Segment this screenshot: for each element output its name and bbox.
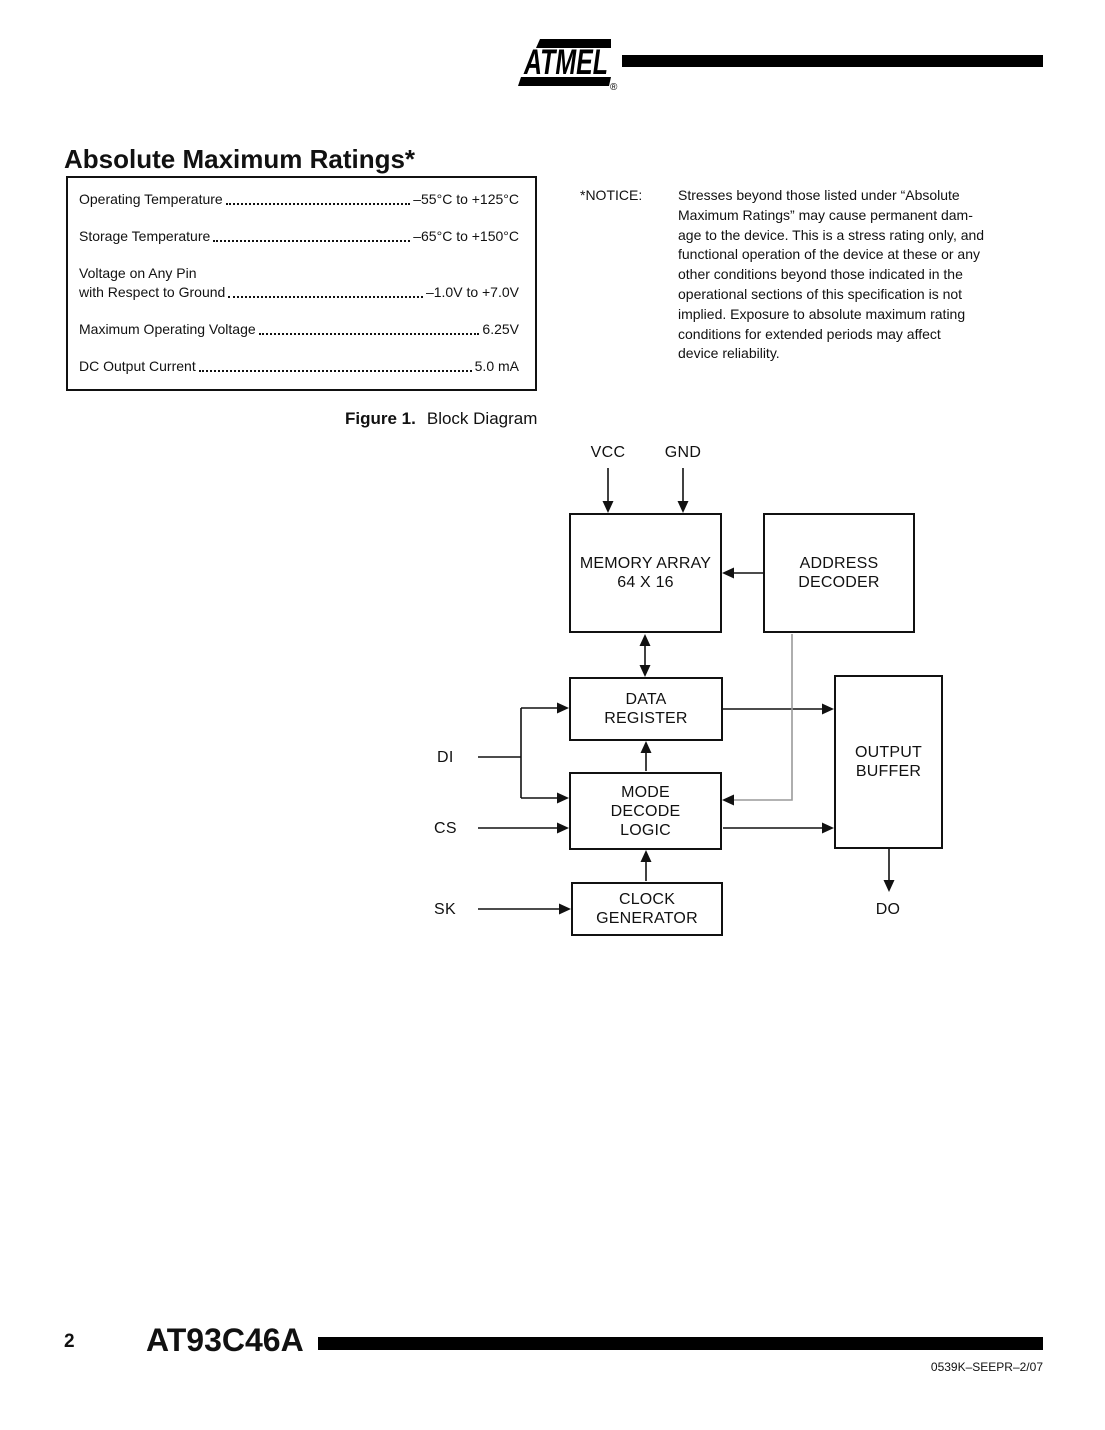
dot-leader [228,296,423,298]
rating-value: 5.0 mA [474,358,519,374]
block-output-buffer: OUTPUT BUFFER [834,675,943,849]
notice-label: *NOTICE: [580,187,643,203]
rating-value: –55°C to +125°C [413,191,519,207]
table-row: Voltage on Any Pin with Respect to Groun… [79,264,519,302]
rating-label: Maximum Operating Voltage [79,321,256,337]
figure-caption: Figure 1. Block Diagram [345,409,537,429]
notice-line: functional operation of the device at th… [678,246,980,263]
table-row: DC Output Current 5.0 mA [79,357,519,376]
pin-label-gnd: GND [664,444,702,461]
block-address-decoder: ADDRESS DECODER [763,513,915,633]
block-label: DECODER [798,574,880,591]
notice-line: device reliability. [678,345,780,362]
block-label: LOGIC [620,821,671,839]
block-mode-decode-logic: MODE DECODE LOGIC [569,772,722,850]
rating-label: Operating Temperature [79,191,223,207]
table-row: Operating Temperature –55°C to +125°C [79,190,519,209]
block-label: OUTPUT [855,744,922,761]
notice-text: Stresses beyond those listed under “Abso… [678,186,1058,364]
page-number: 2 [64,1331,75,1352]
notice-line: implied. Exposure to absolute maximum ra… [678,305,966,322]
block-label: DECODE [610,802,681,820]
rating-label: Voltage on Any Pin [79,265,197,281]
block-label: REGISTER [604,710,688,727]
dot-leader [258,333,480,335]
rating-label: Storage Temperature [79,228,211,244]
block-label: CLOCK [618,891,676,908]
pin-label-sk: SK [434,901,456,918]
footer-rule [318,1337,1043,1350]
notice-line: Maximum Ratings” may cause permanent dam… [678,206,973,223]
registered-mark-icon: ® [610,82,618,93]
footer-product-title: AT93C46A [146,1322,304,1358]
rating-label: with Respect to Ground [79,284,226,300]
dot-leader [225,203,411,205]
table-row: Maximum Operating Voltage 6.25V [79,320,519,339]
rating-value: –1.0V to +7.0V [425,284,519,300]
header-rule [622,55,1043,67]
block-label: MODE [621,783,670,801]
block-label: ADDRESS [799,555,879,572]
block-label: MEMORY ARRAY [579,555,712,572]
atmel-logo-text: ATMEL [523,43,608,82]
notice-line: operational sections of this specificati… [678,285,963,302]
block-data-register: DATA REGISTER [569,677,723,741]
page-title: Absolute Maximum Ratings* [64,144,416,174]
notice-line: conditions for extended periods may affe… [678,325,941,342]
rating-value: 6.25V [482,321,519,337]
block-label: GENERATOR [596,910,698,927]
block-memory-array: MEMORY ARRAY 64 X 16 [569,513,722,633]
pin-label-cs: CS [434,820,457,837]
figure-label: Figure 1. [345,409,416,428]
block-label: 64 X 16 [617,574,674,591]
notice-line: Stresses beyond those listed under “Abso… [678,187,960,203]
figure-title: Block Diagram [426,409,538,428]
atmel-logo: ATMEL ® [518,39,618,93]
block-label: BUFFER [855,763,922,780]
rating-value: –65°C to +150°C [413,228,519,244]
pin-label-vcc: VCC [590,444,626,461]
rating-label: DC Output Current [79,358,196,374]
table-row: Storage Temperature –65°C to +150°C [79,227,519,246]
dot-leader [213,240,411,242]
dot-leader [198,370,472,372]
document-number: 0539K–SEEPR–2/07 [930,1360,1043,1374]
pin-label-do: DO [875,901,901,918]
notice-line: other conditions beyond those indicated … [678,266,963,283]
pin-label-di: DI [437,749,454,766]
block-label: DATA [625,691,667,708]
notice-line: age to the device. This is a stress rati… [678,226,985,243]
ratings-table: Operating Temperature –55°C to +125°C St… [66,176,537,391]
block-clock-generator: CLOCK GENERATOR [571,882,723,936]
